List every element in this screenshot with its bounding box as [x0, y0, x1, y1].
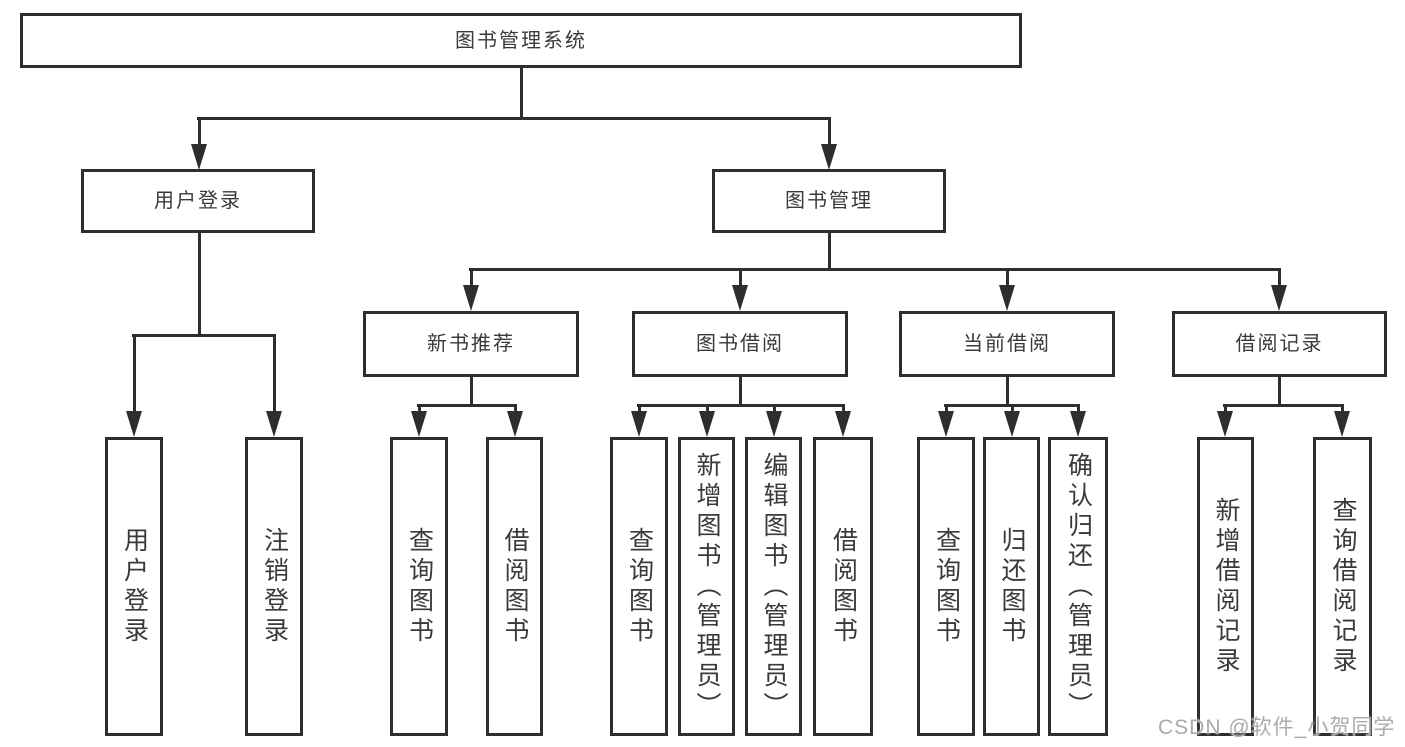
connector-arrow-stem: [705, 405, 709, 413]
node-label: 归还图书: [998, 526, 1026, 647]
arrow-down-icon: [266, 411, 282, 437]
node-new-book-recommend: 新书推荐: [363, 311, 579, 377]
node-label: 查询图书: [625, 526, 654, 647]
node-label: 用户登录: [120, 526, 149, 647]
node-br-add-record: 新增借阅记录: [1197, 437, 1254, 736]
node-label: 注销登录: [260, 526, 289, 647]
node-nb-query-books: 查询图书: [390, 437, 448, 736]
connector-arrow-stem: [1010, 405, 1014, 413]
node-book-borrowing: 图书借阅: [632, 311, 848, 377]
connector-arrow-stem: [1340, 405, 1344, 413]
connector-arrow-stem: [1223, 405, 1227, 413]
arrow-down-icon: [463, 285, 479, 311]
node-root: 图书管理系统: [20, 13, 1022, 68]
connector-arrow-stem: [417, 405, 421, 413]
node-label: 查询借阅记录: [1329, 496, 1357, 677]
node-book-management: 图书管理: [712, 169, 946, 233]
node-bb-add-books: 新增图书（管理员）: [678, 437, 735, 736]
connector-line: [197, 231, 201, 337]
node-label: 新增图书（管理员）: [693, 451, 721, 722]
node-label: 新增借阅记录: [1212, 496, 1240, 677]
arrow-down-icon: [191, 144, 207, 170]
connector-line: [469, 375, 473, 407]
node-label: 编辑图书（管理员）: [760, 451, 788, 722]
connector-line: [132, 333, 276, 337]
node-label: 借阅图书: [501, 526, 529, 647]
node-label: 当前借阅: [963, 333, 1051, 355]
connector-arrow-stem: [772, 405, 776, 413]
connector-arrow-stem: [132, 335, 136, 413]
arrow-down-icon: [1070, 411, 1086, 437]
arrow-down-icon: [411, 411, 427, 437]
arrow-down-icon: [821, 144, 837, 170]
connector-arrow-stem: [827, 118, 831, 146]
arrow-down-icon: [938, 411, 954, 437]
connector-arrow-stem: [1076, 405, 1080, 413]
connector-arrow-stem: [637, 405, 641, 413]
node-bb-edit-books: 编辑图书（管理员）: [745, 437, 802, 736]
connector-line: [197, 116, 831, 120]
node-label: 图书管理系统: [455, 29, 587, 52]
node-label: 图书管理: [785, 190, 873, 212]
connector-line: [738, 375, 742, 407]
arrow-down-icon: [1004, 411, 1020, 437]
node-label: 查询图书: [405, 526, 434, 647]
connector-line: [417, 403, 517, 407]
arrow-down-icon: [999, 285, 1015, 311]
node-cb-confirm-return: 确认归还（管理员）: [1048, 437, 1108, 736]
node-label: 借阅图书: [829, 526, 858, 647]
connector-line: [1277, 375, 1281, 407]
node-label: 借阅记录: [1235, 333, 1324, 355]
connector-arrow-stem: [841, 405, 845, 413]
arrow-down-icon: [835, 411, 851, 437]
connector-arrow-stem: [1005, 269, 1009, 287]
node-leaf-logout: 注销登录: [245, 437, 303, 736]
connector-line: [1005, 375, 1009, 407]
arrow-down-icon: [507, 411, 523, 437]
csdn-watermark: CSDN @软件_小贺同学: [1158, 716, 1396, 739]
node-bb-borrow-books: 借阅图书: [813, 437, 873, 736]
node-user-login: 用户登录: [81, 169, 315, 233]
node-br-query-record: 查询借阅记录: [1313, 437, 1372, 736]
connector-arrow-stem: [1277, 269, 1281, 287]
node-label: 用户登录: [154, 190, 242, 212]
connector-line: [1223, 403, 1344, 407]
node-label: 图书借阅: [696, 333, 784, 355]
connector-line: [469, 267, 1281, 271]
node-label: 确认归还（管理员）: [1064, 451, 1093, 722]
connector-arrow-stem: [738, 269, 742, 287]
node-leaf-user-login: 用户登录: [105, 437, 163, 736]
node-label: 查询图书: [932, 526, 961, 647]
arrow-down-icon: [1271, 285, 1287, 311]
connector-arrow-stem: [469, 269, 473, 287]
node-bb-query-books: 查询图书: [610, 437, 668, 736]
node-borrowing-records: 借阅记录: [1172, 311, 1387, 377]
arrow-down-icon: [699, 411, 715, 437]
connector-line: [637, 403, 845, 407]
arrow-down-icon: [766, 411, 782, 437]
node-cb-query-books: 查询图书: [917, 437, 975, 736]
connector-arrow-stem: [272, 335, 276, 413]
connector-arrow-stem: [197, 118, 201, 146]
node-cb-return-books: 归还图书: [983, 437, 1040, 736]
arrow-down-icon: [1217, 411, 1233, 437]
connector-arrow-stem: [944, 405, 948, 413]
arrow-down-icon: [1334, 411, 1350, 437]
connector-line: [519, 66, 523, 120]
connector-line: [827, 231, 831, 271]
arrow-down-icon: [631, 411, 647, 437]
arrow-down-icon: [126, 411, 142, 437]
arrow-down-icon: [732, 285, 748, 311]
connector-arrow-stem: [513, 405, 517, 413]
node-label: 新书推荐: [427, 333, 515, 355]
node-nb-borrow-books: 借阅图书: [486, 437, 543, 736]
node-current-borrowing: 当前借阅: [899, 311, 1115, 377]
